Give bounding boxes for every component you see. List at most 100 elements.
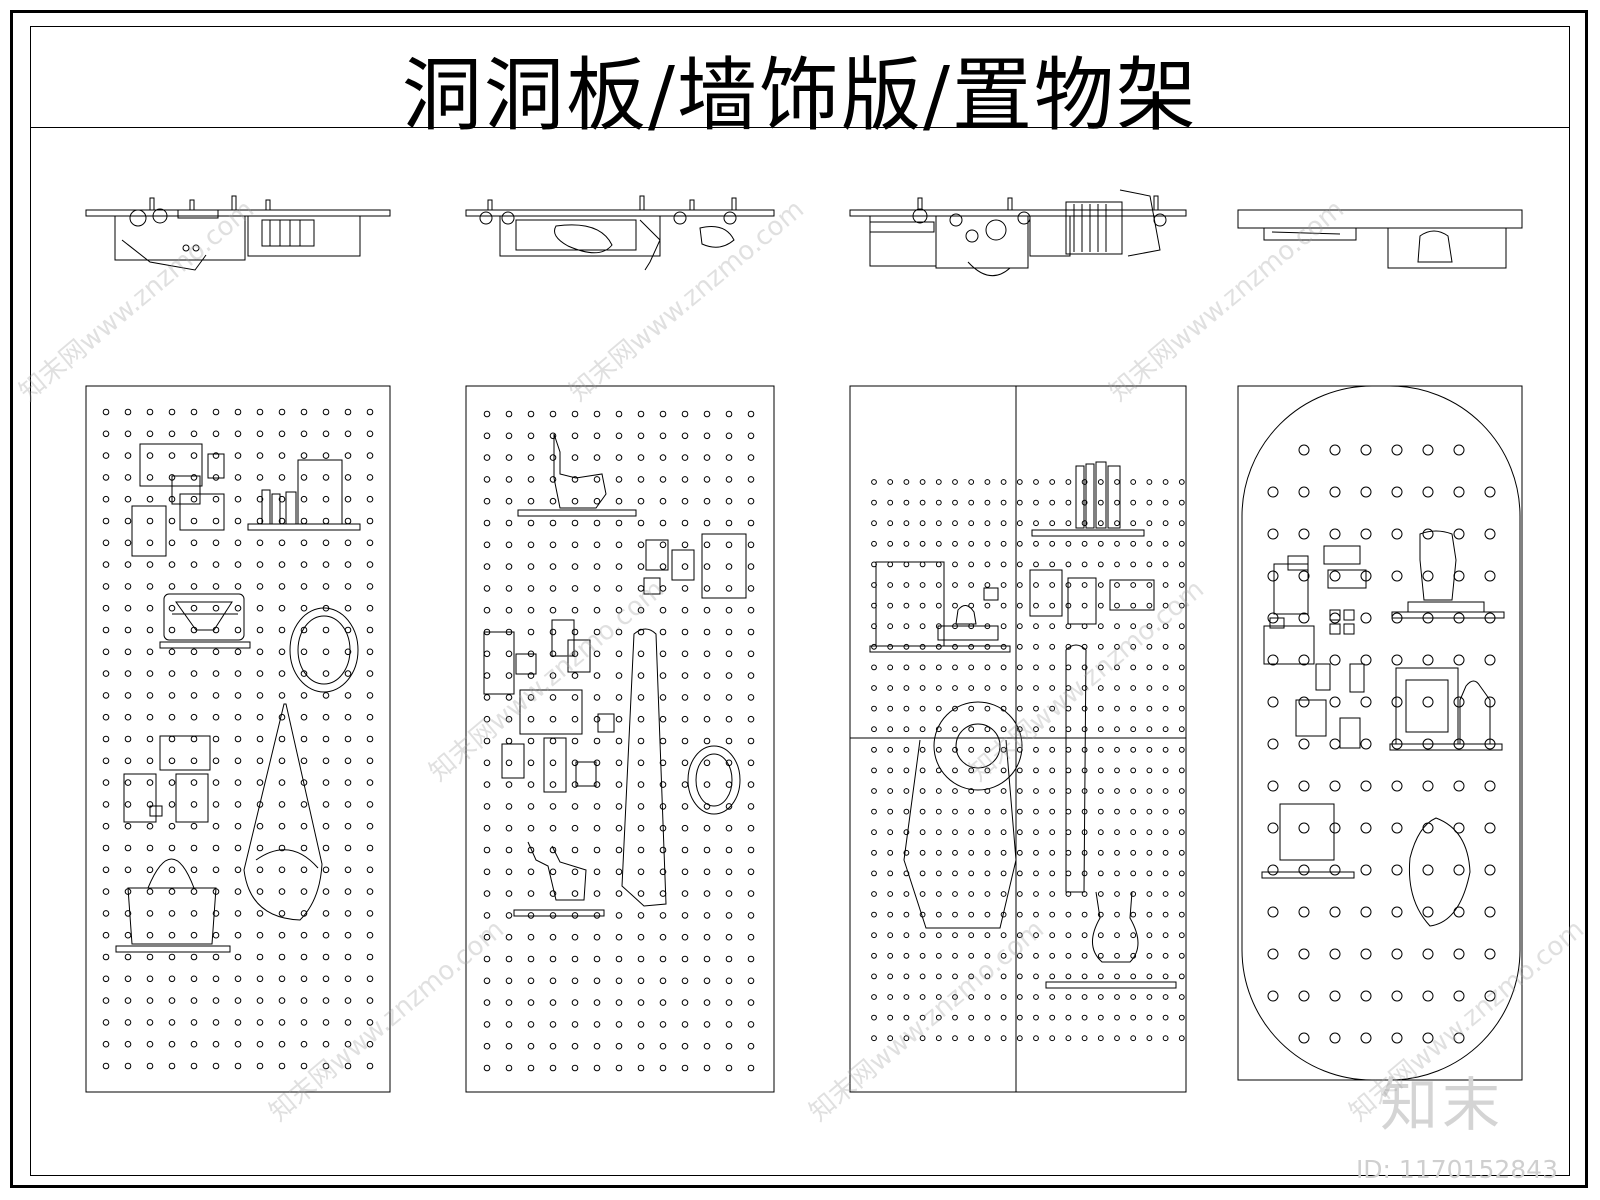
drawing-title: 洞洞板/墙饰版/置物架 [402,49,1198,142]
peg-hole [984,746,991,753]
peg-hole [1114,994,1120,1000]
peg-hole [190,997,198,1004]
peg-hole [1329,822,1341,834]
peg-hole [322,997,330,1004]
peg-hole [968,1014,975,1021]
peg-hole [984,788,991,794]
peg-hole [1049,973,1056,980]
peg-hole [234,888,242,895]
peg-hole [344,844,352,852]
peg-hole [593,912,601,919]
peg-hole [505,454,513,461]
peg-hole [571,519,579,527]
peg-hole [615,933,623,941]
peg-hole [1484,696,1496,708]
peg-hole [366,975,374,983]
peg-hole [593,606,601,614]
peg-hole [278,430,286,438]
peg-hole [146,1040,154,1048]
peg-hole [168,474,176,481]
peg-hole [1484,612,1496,624]
peg-hole [1329,948,1341,960]
peg-hole [637,432,645,440]
peg-hole [549,977,557,985]
peg-hole [1065,808,1072,815]
peg-hole [637,890,645,897]
photo-frame [139,443,203,487]
peg-hole [212,583,220,590]
peg-hole [1146,952,1153,959]
peg-hole [300,408,308,416]
peg-hole [984,1035,991,1042]
peg-hole [1033,705,1039,712]
peg-hole [527,868,535,876]
peg-hole [1081,479,1088,485]
peg-hole [935,891,942,897]
peg-hole [168,779,176,786]
peg-hole [1016,664,1023,671]
peg-hole [212,888,220,895]
peg-hole [124,975,132,983]
peg-hole [190,975,198,983]
peg-hole [903,891,910,897]
peg-hole [1016,891,1023,897]
peg-hole [483,410,491,418]
peg-hole [725,410,733,418]
peg-hole [234,822,242,830]
peg-hole [168,888,176,895]
peg-hole [102,931,110,939]
peg-hole [212,1019,220,1026]
peg-hole [527,454,535,461]
peg-hole [571,890,579,897]
peg-hole [952,788,958,794]
book [1075,465,1085,529]
peg-hole [300,779,308,786]
peg-hole [1065,788,1072,794]
peg-hole [124,822,132,830]
peg-hole [1178,705,1185,712]
peg-hole [659,541,667,549]
peg-hole [571,1021,579,1028]
peg-hole [483,999,491,1006]
peg-hole [919,499,926,506]
peg-hole [725,1042,733,1050]
oval-mirror [289,607,359,693]
peg-hole [725,912,733,919]
peg-hole [1360,528,1372,540]
peg-hole [1453,486,1465,498]
peg-hole [593,410,601,418]
peg-hole [1453,864,1465,876]
peg-hole [190,1040,198,1048]
peg-hole [505,781,513,788]
peg-hole [593,497,601,505]
peg-hole [984,540,991,547]
peg-hole [935,540,942,547]
peg-hole [615,955,623,963]
peg-hole [1000,499,1007,506]
peg-hole [168,844,176,852]
peg-hole [681,715,689,723]
peg-hole [871,1014,877,1021]
peg-hole [190,583,198,590]
peg-hole [1422,780,1434,792]
peg-hole [871,911,877,918]
peg-hole [1130,767,1137,774]
peg-hole [1033,479,1039,485]
peg-hole [968,973,975,980]
peg-hole [1000,788,1007,794]
shelf [1045,981,1177,989]
peg-hole [1097,870,1104,877]
peg-hole [725,672,733,679]
peg-hole [637,672,645,679]
peg-hole [919,540,926,547]
peg-hole [1065,932,1072,939]
top-view-4 [1237,209,1523,269]
peg-hole [1033,540,1039,547]
peg-hole [278,648,286,656]
panel-outline [85,385,391,1093]
peg-hole [344,648,352,656]
peg-hole [1065,602,1072,609]
brand-watermark: 知末 [1379,1071,1504,1139]
peg-hole [1146,808,1153,815]
peg-hole [102,495,110,503]
